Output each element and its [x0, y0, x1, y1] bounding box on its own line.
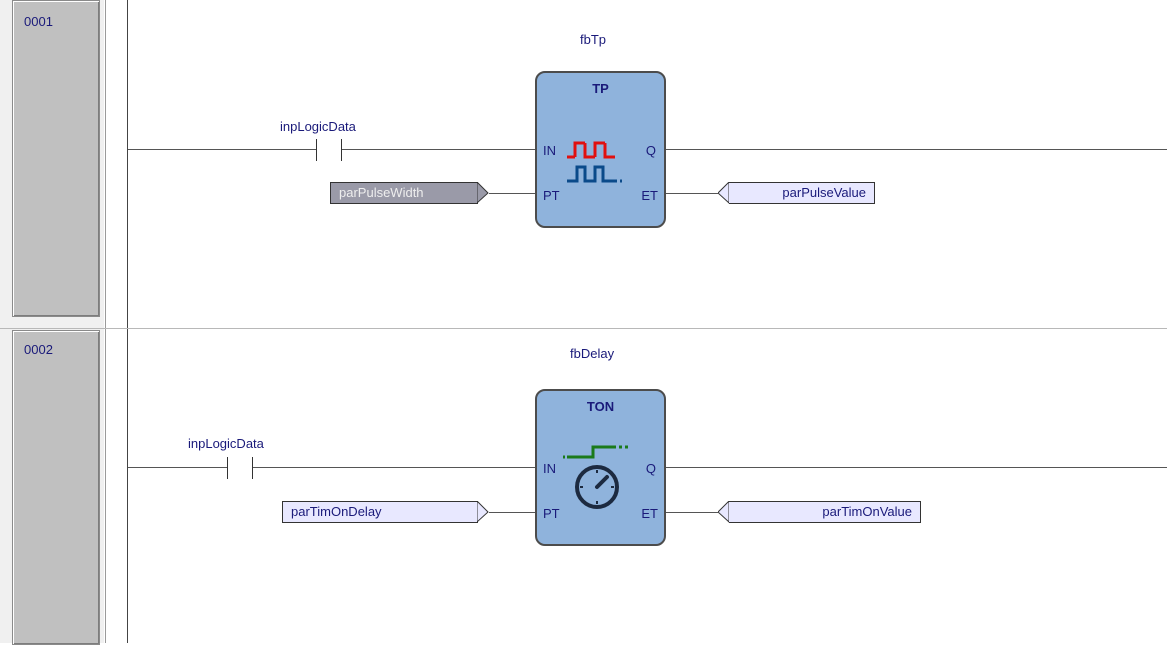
pin-q: Q — [645, 143, 656, 158]
fb-type-label: TON — [586, 399, 615, 414]
pt-arrow — [477, 501, 489, 523]
network-separator — [0, 328, 1167, 329]
network-header-2[interactable] — [12, 330, 100, 645]
power-rail — [127, 0, 128, 643]
rung-wire — [128, 467, 227, 468]
pin-et: ET — [641, 188, 658, 203]
rung-wire — [342, 149, 535, 150]
pin-pt: PT — [543, 506, 560, 521]
et-variable-label: parPulseValue — [782, 185, 866, 200]
fb-instance-name[interactable]: fbDelay — [570, 346, 615, 361]
et-variable-label: parTimOnValue — [822, 504, 912, 519]
pt-variable-label: parTimOnDelay — [291, 504, 382, 519]
pt-variable[interactable]: parTimOnDelay — [282, 501, 478, 523]
contact-inpLogicData[interactable] — [227, 457, 253, 479]
pulse-timer-icon — [567, 141, 623, 183]
q-wire — [666, 467, 1167, 468]
fb-instance-name[interactable]: fbTp — [580, 32, 607, 47]
contact-label[interactable]: inpLogicData — [280, 119, 356, 134]
pt-arrow — [477, 182, 489, 204]
rung-wire — [128, 149, 316, 150]
et-wire — [666, 512, 718, 513]
contact-inpLogicData[interactable] — [316, 139, 342, 161]
network-header-1[interactable] — [12, 0, 100, 317]
rung-wire — [253, 467, 535, 468]
q-wire — [666, 149, 1167, 150]
et-variable[interactable]: parPulseValue — [729, 182, 875, 204]
function-block-ton[interactable]: TON IN PT Q ET — [535, 389, 666, 546]
pin-pt: PT — [543, 188, 560, 203]
pt-variable[interactable]: parPulseWidth — [330, 182, 478, 204]
pt-wire — [489, 512, 535, 513]
pin-et: ET — [641, 506, 658, 521]
pt-variable-label: parPulseWidth — [339, 185, 424, 200]
network-number-2: 0002 — [24, 342, 53, 357]
function-block-tp[interactable]: TP IN PT Q ET — [535, 71, 666, 228]
et-variable[interactable]: parTimOnValue — [729, 501, 921, 523]
contact-label[interactable]: inpLogicData — [188, 436, 264, 451]
pin-in: IN — [543, 143, 556, 158]
fb-type-label: TP — [592, 81, 609, 96]
pin-in: IN — [543, 461, 556, 476]
pt-wire — [489, 193, 535, 194]
pin-q: Q — [645, 461, 656, 476]
left-border-line — [105, 0, 106, 643]
network-number-1: 0001 — [24, 14, 53, 29]
et-wire — [666, 193, 718, 194]
on-delay-timer-icon — [563, 445, 631, 509]
